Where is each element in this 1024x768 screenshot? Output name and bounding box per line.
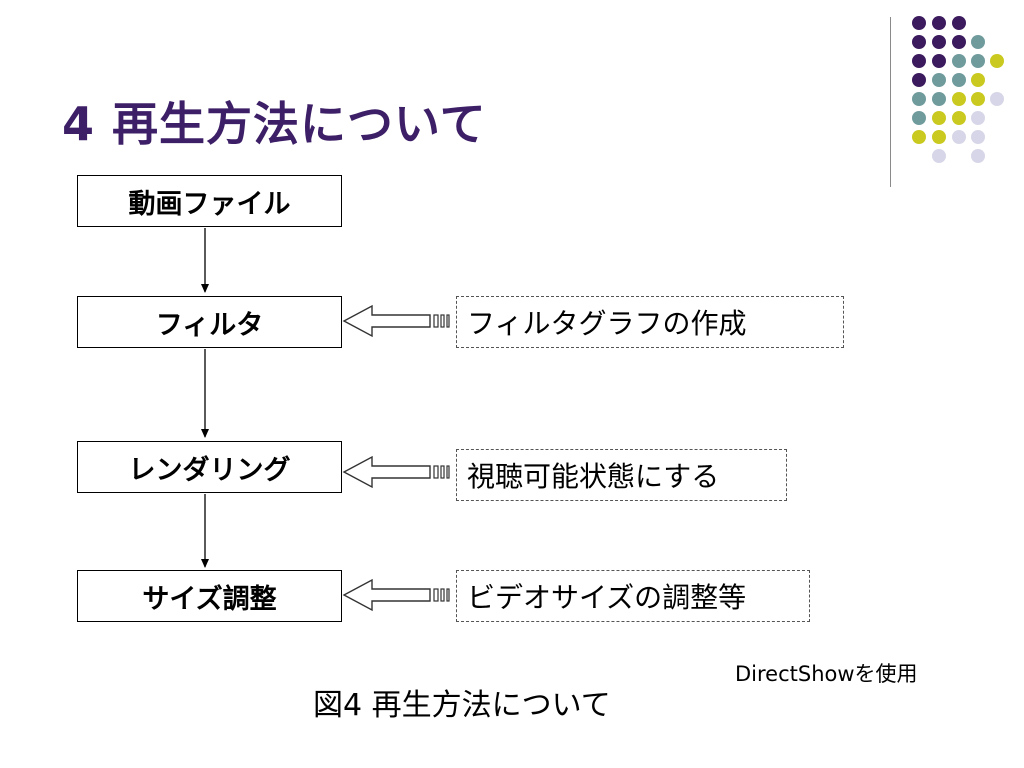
dot xyxy=(971,73,985,87)
note-filter-graph: フィルタグラフの作成 xyxy=(456,296,844,348)
step-box-filter: フィルタ xyxy=(77,296,342,348)
figure-caption: 図4 再生方法について xyxy=(313,688,611,723)
dot xyxy=(971,92,985,106)
block-arrow xyxy=(342,455,450,489)
dot xyxy=(971,35,985,49)
step-box-video-file: 動画ファイル xyxy=(77,175,342,227)
block-arrow xyxy=(342,578,450,612)
note-video-size: ビデオサイズの調整等 xyxy=(456,570,810,622)
dot xyxy=(971,111,985,125)
dot xyxy=(990,92,1004,106)
dot xyxy=(952,16,966,30)
dot xyxy=(952,54,966,68)
vertical-divider xyxy=(890,17,891,187)
dot xyxy=(932,73,946,87)
dot xyxy=(932,92,946,106)
dot xyxy=(912,92,926,106)
dot xyxy=(912,111,926,125)
dot xyxy=(912,130,926,144)
dot xyxy=(932,149,946,163)
slide-title: 4 再生方法について xyxy=(62,97,487,151)
dot xyxy=(932,130,946,144)
dot xyxy=(932,54,946,68)
dot xyxy=(971,54,985,68)
dot xyxy=(952,35,966,49)
step-box-rendering: レンダリング xyxy=(77,441,342,493)
dot xyxy=(932,35,946,49)
dot xyxy=(912,16,926,30)
dot xyxy=(971,130,985,144)
block-arrow xyxy=(342,304,450,338)
dot xyxy=(990,54,1004,68)
dot xyxy=(912,73,926,87)
dot xyxy=(952,92,966,106)
dot xyxy=(932,111,946,125)
dot xyxy=(952,130,966,144)
dot xyxy=(971,149,985,163)
dot xyxy=(952,73,966,87)
dot xyxy=(952,111,966,125)
dot xyxy=(912,35,926,49)
directshow-note: DirectShowを使用 xyxy=(735,662,918,686)
step-box-resize: サイズ調整 xyxy=(77,570,342,622)
note-viewable-state: 視聴可能状態にする xyxy=(456,449,787,501)
dot xyxy=(912,54,926,68)
dot xyxy=(932,16,946,30)
